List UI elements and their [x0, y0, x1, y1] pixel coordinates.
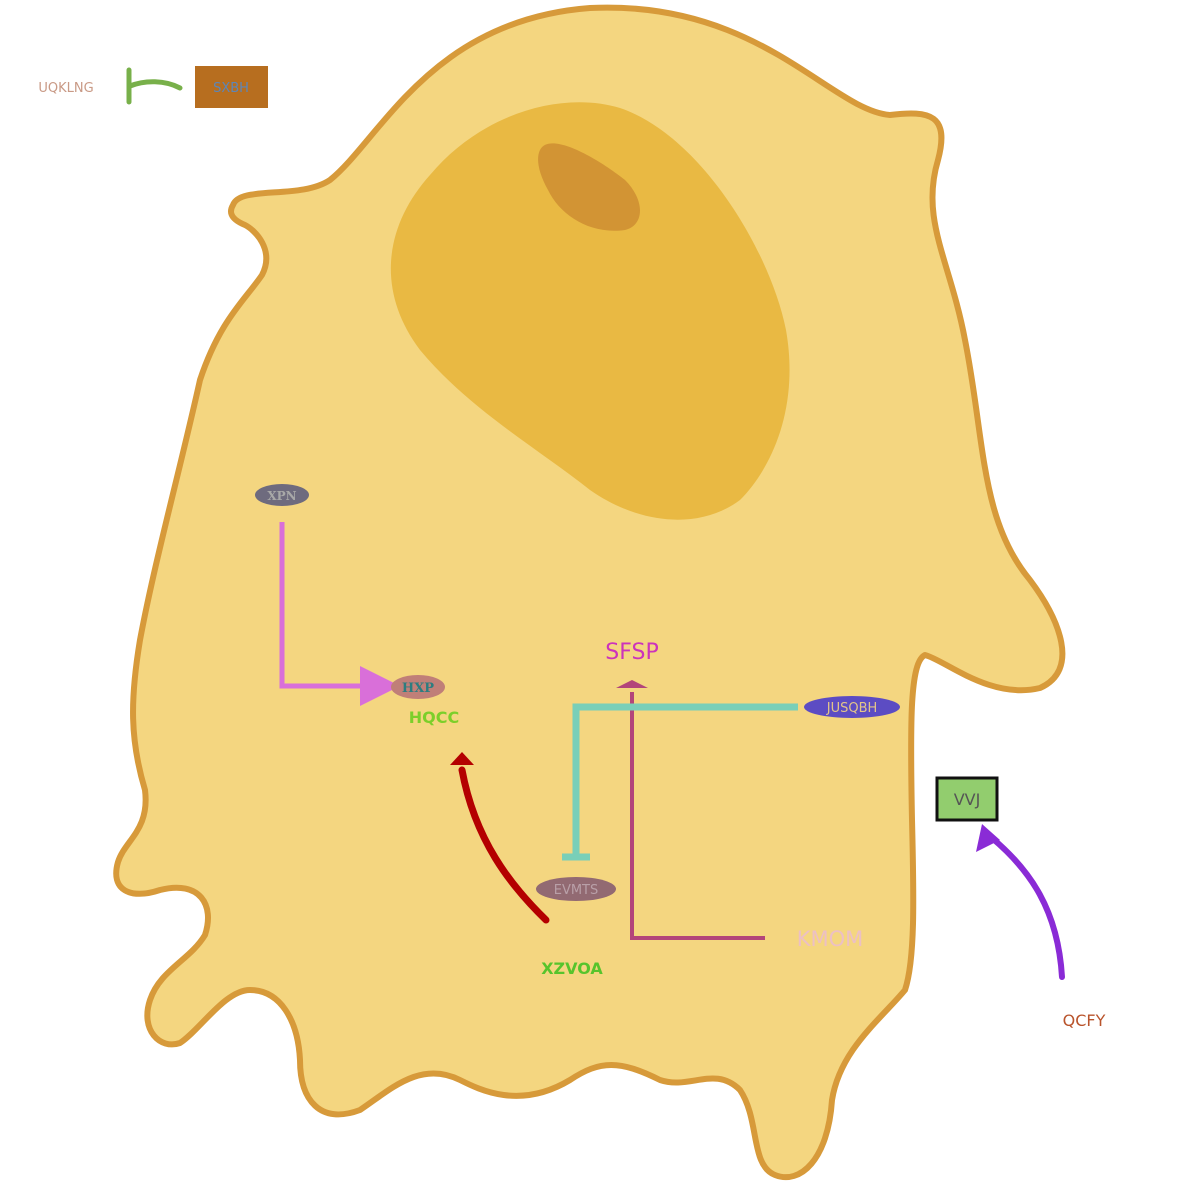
xpn-to-hxp-arrow	[279, 522, 400, 706]
legend-inhibition-arrow	[127, 79, 183, 91]
node-xpn-label: XPN	[267, 489, 296, 503]
node-xpn	[255, 484, 309, 506]
xzvoa-to-hqcc-arrow	[458, 766, 550, 924]
node-sfsp-label: SFSP	[605, 640, 658, 665]
qcfy-to-vvj-arrowhead	[976, 824, 1000, 852]
cell-membrane	[113, 4, 1066, 1181]
legend-target-box	[195, 66, 268, 108]
legend-target-label: SXBH	[213, 81, 249, 96]
node-qcfy-label: QCFY	[1063, 1011, 1106, 1030]
node-vvj-label: VVJ	[954, 790, 981, 809]
node-jusqbh	[804, 696, 900, 718]
qcfy-to-vvj-arrow	[989, 835, 1065, 980]
legend-source-label: UQKLNG	[38, 81, 93, 96]
node-evmts	[536, 877, 616, 901]
node-hxp	[391, 675, 445, 699]
node-hxp-label: HXP	[402, 681, 434, 696]
node-jusqbh-label: JUSQBH	[826, 701, 878, 716]
kmom-to-sfsp-arrowhead	[616, 680, 648, 688]
nucleus	[390, 102, 790, 520]
jusqbh-to-evmts-inhibition	[572, 703, 798, 856]
node-xzvoa-label: XZVOA	[541, 959, 603, 978]
xzvoa-to-hqcc-arrowhead	[450, 752, 474, 765]
kmom-to-sfsp-arrow	[630, 692, 765, 940]
node-vvj	[935, 776, 999, 822]
node-hqcc-label: HQCC	[409, 708, 459, 727]
nucleolus	[538, 143, 640, 231]
node-evmts-label: EVMTS	[554, 883, 599, 898]
node-kmom-label: KMOM	[797, 927, 864, 951]
